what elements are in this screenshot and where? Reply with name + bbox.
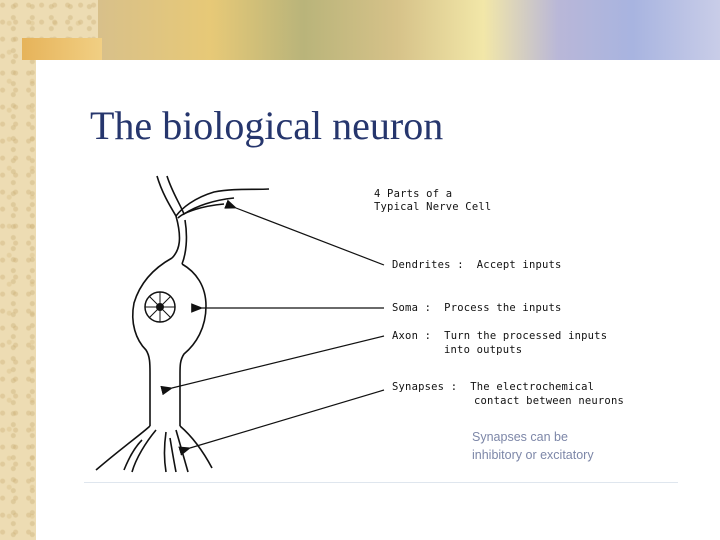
neuron-diagram: 4 Parts of a Typical Nerve Cell Dendrite… [84,168,678,483]
dendrites-arrow [224,199,385,266]
dendrites-label: Dendrites : Accept inputs [392,259,562,271]
synapse-note-line1: Synapses can be [472,430,568,444]
slide-title: The biological neuron [90,103,444,148]
soma-label: Soma : Process the inputs [392,302,562,314]
synapse-note: Synapses can be inhibitory or excitatory [472,428,672,464]
synapses-arrow [178,389,385,456]
axon-label-line1: Axon : Turn the processed inputs [392,330,608,342]
decorative-banner [98,0,720,60]
synapses-label-line2: contact between neurons [474,395,624,407]
synapses-label-line1: Synapses : The electrochemical [392,381,595,393]
decorative-banner-accent [22,38,102,60]
axon-arrow [160,335,385,396]
axon-label-line2: into outputs [444,344,523,356]
synapse-note-line2: inhibitory or excitatory [472,448,594,462]
nucleus [144,291,176,323]
diagram-header-line1: 4 Parts of a [374,188,453,200]
neuron-drawing [95,175,385,473]
diagram-header-line2: Typical Nerve Cell [374,201,492,213]
neuron-outline [95,175,270,473]
